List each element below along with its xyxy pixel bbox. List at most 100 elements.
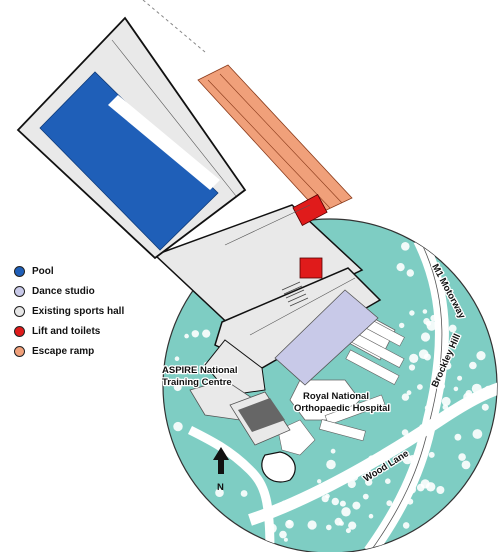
legend-label-pool: Pool [32,265,54,277]
legend-label-sports-hall: Existing sports hall [32,305,125,317]
legend-swatch-pool [14,265,25,277]
tree [396,263,405,272]
tree [184,333,189,339]
tree [317,479,322,484]
tree [401,393,410,401]
north-label: N [217,482,224,493]
tree [331,497,339,506]
legend-swatch-escape-ramp [14,345,25,357]
tree [285,519,294,529]
stairs [281,281,309,307]
tree [240,490,248,497]
label-hospital-line2: Orthopaedic Hospital [294,403,390,414]
legend-swatch-sports-hall [14,305,25,317]
tree [339,500,346,507]
legend-item-sports-hall: Existing sports hall [14,304,124,318]
tree [481,403,489,411]
tree [401,429,409,436]
tree [472,429,483,439]
tree [368,513,374,519]
lift-toilets-upper [292,194,328,226]
hospital-wing-5 [319,419,366,442]
pool [39,71,219,251]
tree [279,530,287,539]
tree [409,353,419,363]
tree [352,501,361,510]
label-aspire-line2: Training Centre [162,377,232,388]
sports-hall-lower [153,204,364,331]
legend-item-lift-toilets: Lift and toilets [14,324,100,338]
legend-label-lift-toilets: Lift and toilets [32,325,101,337]
tree [399,322,405,329]
dance-studio [274,289,379,386]
tree [173,383,182,392]
tree [341,507,351,517]
tree [461,460,471,470]
tree [469,361,477,370]
tree [365,478,373,486]
site-boundary-line [142,0,206,53]
legend-item-pool: Pool [14,264,54,278]
tree [348,521,357,530]
tree [347,479,356,489]
escape-ramp-line-2 [219,73,343,204]
tree [345,528,351,534]
tree [362,493,369,500]
hospital-wing-4 [324,394,386,426]
tree [330,448,336,454]
tree [325,493,330,499]
tree [173,421,183,432]
interior-line-2 [224,204,311,246]
tree [436,486,445,494]
interior-line-3 [249,277,356,336]
tree [326,524,332,531]
tree [334,517,343,526]
legend-label-escape-ramp: Escape ramp [32,345,95,357]
hospital-wing-3 [345,349,400,385]
turning-circle [261,451,296,483]
tree [476,351,486,361]
tree [202,329,211,338]
aspire-buildings [189,379,296,483]
tree [401,242,410,251]
label-aspire-line1: ASPIRE National [162,365,238,376]
tree [425,320,432,327]
tree [191,330,199,338]
tree [175,366,184,375]
lift-toilets-lower [299,257,323,279]
tree [406,390,412,396]
tree [458,453,466,461]
pool-island [108,95,220,190]
tree [417,384,423,390]
tree [406,269,414,277]
tree [420,332,431,342]
legend-item-dance-studio: Dance studio [14,284,95,298]
legend-swatch-dance-studio [14,285,25,297]
label-hospital-line1: Royal National [303,391,369,402]
tree [326,459,336,470]
tree [441,396,451,406]
tree [385,478,391,485]
tree [422,309,428,314]
interior-line-1 [111,39,237,197]
escape-ramp [197,64,353,214]
tree [453,386,459,392]
legend-swatch-lift-toilets [14,325,25,337]
tree [454,433,462,441]
tree [386,500,393,507]
tree [174,356,180,362]
tree [283,537,288,542]
legend-label-dance-studio: Dance studio [32,285,95,297]
tree [423,353,431,361]
tree [215,488,224,498]
access-road [187,425,275,552]
aspire-block-dark [238,398,285,432]
escape-ramp-line-1 [207,79,331,209]
wood-lane-road [248,379,497,526]
tree [402,522,410,529]
tree [416,483,425,492]
tree [457,375,463,381]
tree [307,520,317,530]
